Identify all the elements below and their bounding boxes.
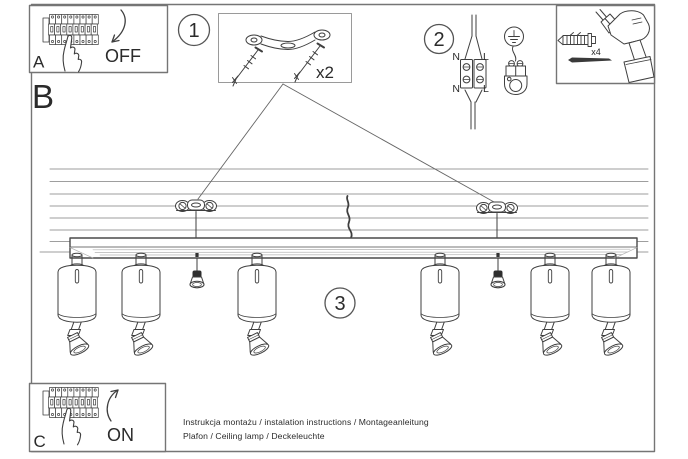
anchor-quantity: x4	[591, 47, 601, 57]
drill-icon	[595, 9, 655, 83]
tools-box: x4	[555, 4, 656, 85]
spotlight-icon	[530, 252, 570, 358]
step-c-label: C	[34, 432, 46, 451]
footer-line-2: Plafon / Ceiling lamp / Deckeleuchte	[183, 431, 325, 441]
wire-label-l-bottom: L	[483, 83, 489, 95]
wire-label-n-top: N	[452, 51, 460, 63]
screw-icon	[232, 46, 263, 87]
lamp-rail	[69, 237, 638, 259]
mounting-bracket-icon	[245, 29, 331, 50]
ground-clamp-icon	[504, 46, 528, 95]
wire-label-n-bottom: N	[452, 83, 460, 95]
step-3-number: 3	[334, 293, 345, 315]
wire-label-l-top: L	[483, 51, 489, 63]
screw-bit-icon	[568, 57, 612, 63]
power-cable-icon	[346, 195, 353, 239]
footer-text: Instrukcja montażu / instalation instruc…	[183, 417, 429, 441]
bracket-quantity: x2	[316, 63, 334, 82]
spotlight-icon	[237, 252, 277, 358]
leader-lines	[197, 83, 495, 203]
off-label: OFF	[105, 46, 141, 66]
spotlight-icon	[591, 252, 631, 358]
on-label: ON	[107, 425, 134, 445]
step-2-number: 2	[433, 29, 444, 51]
arrow-down-icon	[111, 9, 126, 43]
mounting-bracket-icon	[175, 199, 217, 239]
step-3-marker: 3	[324, 287, 356, 319]
arrow-up-icon	[106, 389, 119, 422]
spotlight-icon	[420, 252, 460, 358]
spotlight-icon	[121, 252, 161, 358]
spotlight-icon	[57, 252, 97, 358]
footer-line-1: Instrukcja montażu / instalation instruc…	[183, 417, 429, 427]
step-1-box: 1 x2	[177, 13, 352, 87]
terminal-block-icon	[460, 14, 487, 130]
step-c-box: ON C	[28, 382, 167, 453]
step-1-number: 1	[188, 20, 199, 42]
step-a-label: A	[33, 53, 45, 72]
ground-symbol-icon	[504, 26, 524, 47]
step-2-area: 2 N L N L	[423, 14, 528, 130]
wall-anchor-icon	[557, 32, 596, 47]
step-b-label: B	[32, 78, 54, 115]
mounting-bracket-icon	[476, 201, 518, 239]
step-a-box: OFF A	[28, 4, 169, 74]
section-b-frame	[30, 3, 656, 453]
screw-icon	[294, 42, 325, 83]
